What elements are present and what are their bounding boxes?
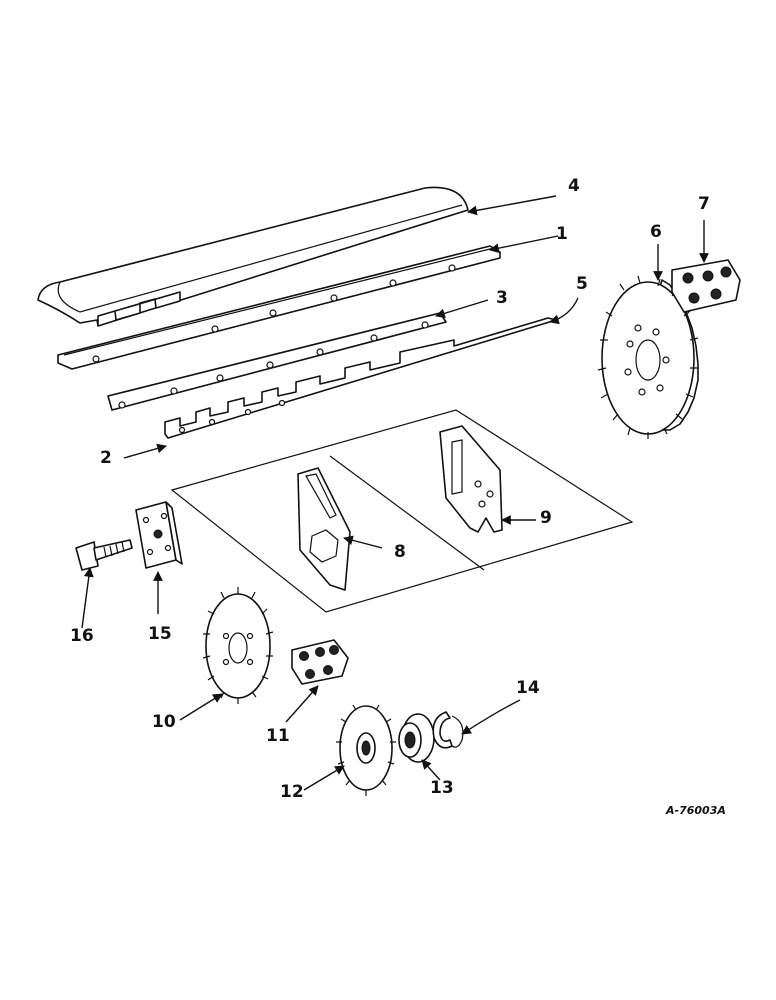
callout-12: 12 [280,782,304,802]
callout-11: 11 [266,726,290,746]
drawing-number: A-76003A [666,804,726,817]
part-8-bracket [297,467,351,591]
callout-3: 3 [496,288,508,308]
callout-13: 13 [430,778,454,798]
part-12-small-sprocket [336,704,396,796]
part-4-cover [37,186,469,327]
callout-10: 10 [152,712,176,732]
part-14-snap-ring [432,711,464,749]
part-5-slotted-bar [164,317,557,439]
part-11-connecting-link [291,639,349,685]
part-9-bracket [439,425,503,533]
callout-5: 5 [576,274,588,294]
callout-16: 16 [70,626,94,646]
callout-7: 7 [698,194,710,214]
part-6-double-sprocket [597,275,699,439]
callout-1: 1 [556,224,568,244]
callout-2: 2 [100,448,112,468]
part-16-bolt [75,539,133,571]
callout-6: 6 [650,222,662,242]
part-13-bearing [398,713,435,763]
inset-panel [170,409,634,613]
part-7-connecting-link [671,259,741,313]
callout-14: 14 [516,678,540,698]
callout-9: 9 [540,508,552,528]
callout-4: 4 [568,176,580,196]
part-15-plate [135,501,183,569]
leader-lines [81,195,709,791]
callout-8: 8 [394,542,406,562]
part-3-flat-strip [107,312,447,411]
part-10-sprocket [202,587,274,704]
callout-15: 15 [148,624,172,644]
